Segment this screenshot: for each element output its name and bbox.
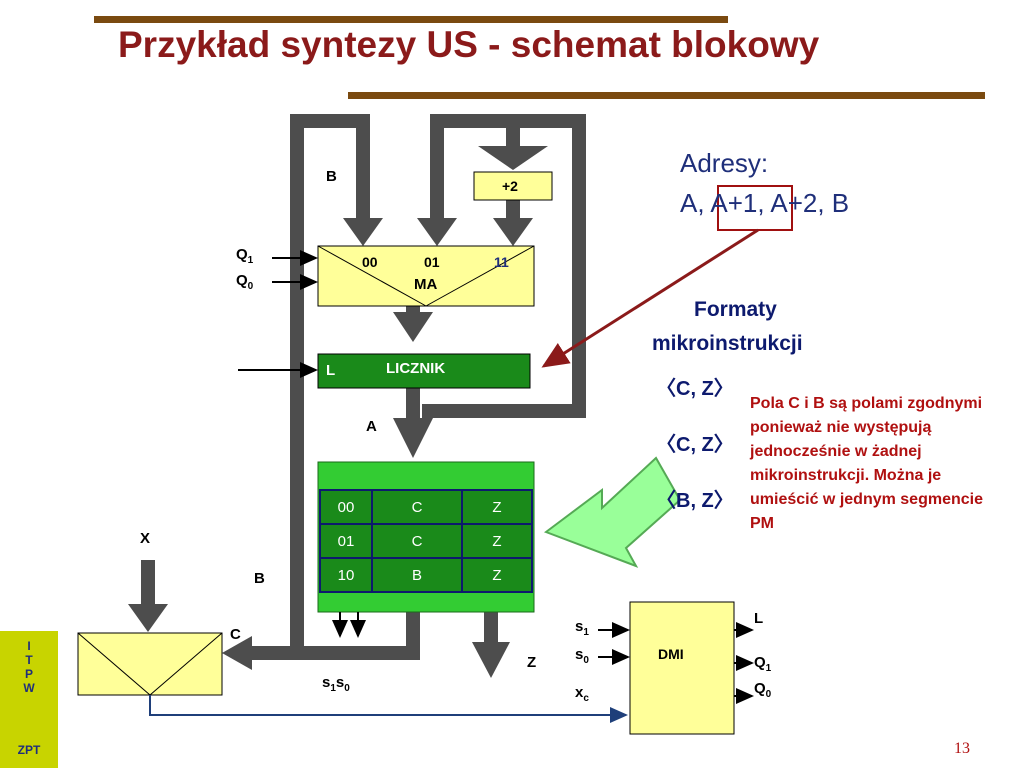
pointer-arrow [541, 228, 759, 368]
counter-l-label: L [326, 362, 336, 379]
memory-cell-text: C [412, 499, 423, 516]
memory-cell [371, 523, 463, 559]
c-mux [77, 632, 223, 696]
increment-label: +2 [502, 178, 518, 194]
sidebar-letter: I [27, 639, 31, 653]
dmi-input-s0: s0 [575, 646, 589, 666]
dmi-input-s1: s1 [575, 618, 589, 638]
format-item-3: 〈B, Z〉 [656, 490, 734, 512]
formats-heading-1: Formaty [694, 298, 777, 321]
address-highlight-box [717, 185, 793, 231]
dmi-output-q1: Q1 [754, 654, 772, 674]
memory-cell-text: 00 [338, 499, 355, 516]
label-c: C [230, 626, 241, 643]
memory-cell-text: 01 [338, 533, 355, 550]
sidebar-letter: W [23, 681, 35, 695]
memory-cell-text: Z [492, 567, 501, 584]
label-z: Z [527, 654, 537, 671]
counter-block [317, 353, 531, 389]
memory-cell [461, 489, 533, 525]
dmi-output-q0: Q0 [754, 680, 772, 700]
memory-cell [461, 523, 533, 559]
counter-label: LICZNIK [386, 360, 446, 377]
formats-heading-2: mikroinstrukcji [652, 332, 803, 355]
memory-cell [319, 557, 373, 593]
memory-cell-text: 10 [338, 567, 355, 584]
memory-cell [371, 489, 463, 525]
addresses-list: A, A+1, A+2, B [680, 188, 850, 218]
page-title: Przykład syntezy US - schemat blokowy [118, 24, 820, 65]
label-a: A [366, 418, 377, 435]
sidebar-logo: I T P W ZPT [0, 631, 58, 768]
memory-cell [371, 557, 463, 593]
memory-cell-text: Z [492, 499, 501, 516]
sidebar-letter: T [25, 653, 33, 667]
label-b-mid: B [254, 570, 265, 587]
ma-input-00: 00 [362, 254, 378, 270]
q0-label: Q0 [236, 272, 254, 292]
memory-cell [461, 557, 533, 593]
increment-block [473, 171, 553, 201]
ma-input-11: 11 [494, 254, 509, 270]
memory-cell-text: B [412, 567, 422, 584]
format-item-1: 〈C, Z〉 [656, 378, 734, 400]
title-rule-top [94, 16, 728, 23]
s1s0-label: s1s0 [322, 674, 350, 694]
dmi-block [629, 601, 735, 735]
sidebar-footer: ZPT [17, 743, 41, 757]
sidebar-letter: P [24, 667, 33, 681]
memory-cell-text: Z [492, 533, 501, 550]
addresses-heading: Adresy: [680, 148, 769, 178]
note-text: Pola C i B są polami zgodnymi ponieważ n… [750, 395, 983, 532]
format-item-2: 〈C, Z〉 [656, 434, 734, 456]
ma-label: MA [414, 276, 438, 293]
label-b-top: B [326, 168, 337, 185]
dmi-label: DMI [658, 646, 684, 662]
memory-cell-text: C [412, 533, 423, 550]
dmi-output-l: L [754, 610, 764, 627]
big-pointer-arrow [543, 456, 682, 568]
page-number: 13 [954, 740, 970, 757]
ma-input-01: 01 [424, 254, 440, 270]
q1-label: Q1 [236, 246, 254, 266]
dmi-input-xc: xc [575, 684, 589, 704]
address-mux [317, 245, 535, 307]
label-x: X [140, 530, 151, 547]
title-rule-bottom [348, 92, 985, 99]
